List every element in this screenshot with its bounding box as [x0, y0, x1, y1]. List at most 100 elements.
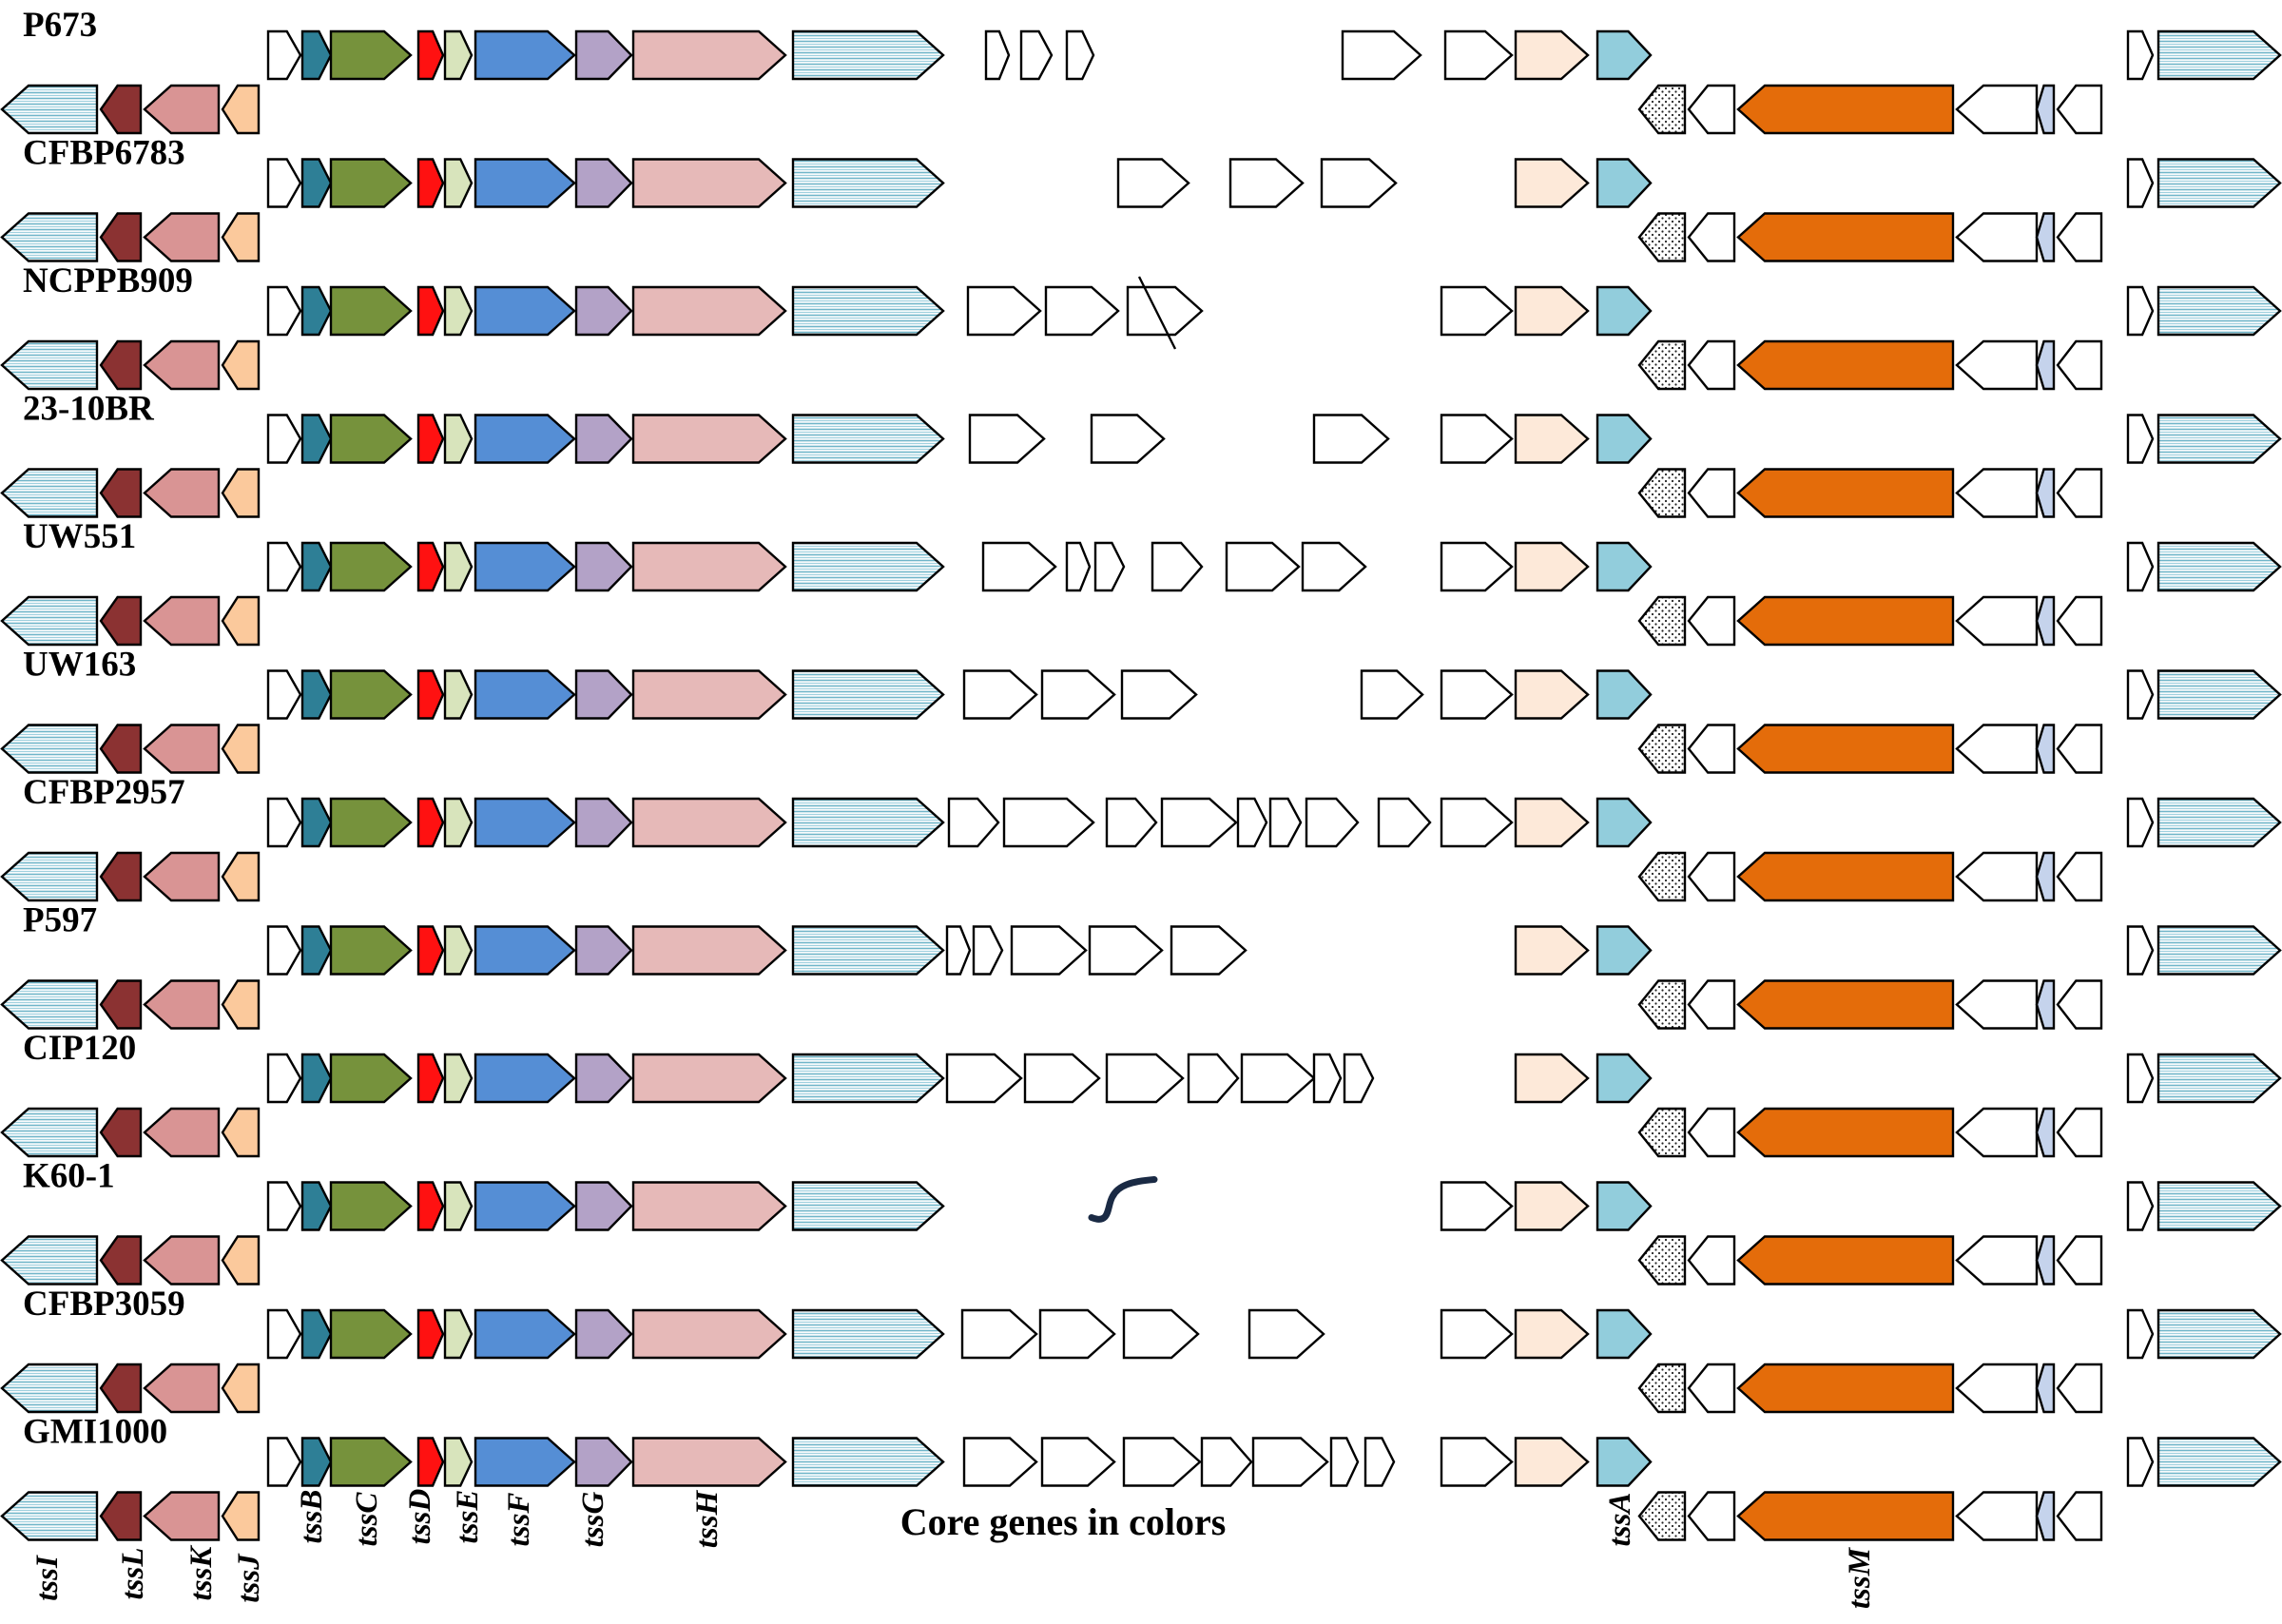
- right-end-small-gene: [2126, 541, 2155, 592]
- tssB-leader-gene: [266, 797, 302, 848]
- right-end-small-gene: [2126, 285, 2155, 337]
- tssA-gene: [1595, 29, 1653, 81]
- tssG-gene: [574, 925, 633, 976]
- accessory-end-left-gene: [2056, 212, 2103, 262]
- gene-label: tssE: [451, 1490, 485, 1544]
- accessory-gene: [1443, 29, 1514, 81]
- gene-label: tssC: [350, 1492, 384, 1547]
- gene-label: tssA: [1603, 1493, 1637, 1547]
- accessory-gene: [1105, 1053, 1185, 1104]
- tssF-gene: [474, 1308, 576, 1360]
- tssB-gene: [300, 1437, 333, 1487]
- tssM-gene: [1736, 1363, 1955, 1414]
- small-blue-gene: [2035, 1107, 2056, 1158]
- accessory-left-of-tssM: [1687, 595, 1736, 647]
- tssM-gene: [1736, 1235, 1955, 1286]
- tssK-gene: [143, 851, 221, 902]
- dotted-gene: [1637, 468, 1687, 518]
- accessory-gene: [981, 541, 1057, 592]
- accessory-right-of-tssM: [1955, 212, 2039, 262]
- tssG-gene: [574, 1308, 633, 1360]
- accessory-right-of-tssM: [1955, 851, 2039, 902]
- tssE-gene: [443, 797, 474, 848]
- tssF-gene: [474, 797, 576, 848]
- tssJ-gene: [221, 851, 261, 902]
- tssB-gene: [300, 414, 333, 464]
- tssB-gene: [300, 1181, 333, 1231]
- accessory-left-of-tssM: [1687, 1235, 1736, 1286]
- accessory-gene: [1151, 541, 1204, 592]
- tssA-gene: [1595, 797, 1653, 848]
- tssL-gene: [99, 851, 143, 902]
- accessory-gene: [945, 1053, 1023, 1104]
- accessory-gene: [1170, 925, 1247, 976]
- tssH-adjacent-striped-gene: [791, 1437, 945, 1487]
- right-end-small-gene: [2126, 669, 2155, 720]
- tssG-gene: [574, 541, 633, 592]
- peach-gene: [1514, 29, 1590, 81]
- tssC-gene: [329, 541, 413, 592]
- tssC-gene: [329, 29, 413, 81]
- strain-label: CFBP3059: [23, 1285, 185, 1324]
- tssG-gene: [574, 1053, 633, 1104]
- gene-label: tssD: [403, 1488, 437, 1544]
- tssF-gene: [474, 925, 576, 976]
- accessory-gene: [1019, 29, 1054, 81]
- tssH-adjacent-striped-gene: [791, 285, 945, 337]
- tssB-leader-gene: [266, 1053, 302, 1104]
- accessory-gene: [1312, 1053, 1343, 1104]
- strain-label: CFBP2957: [23, 773, 185, 812]
- tssH-gene: [631, 158, 787, 208]
- tssL-gene: [99, 1363, 143, 1414]
- tssH-adjacent-striped-gene: [791, 669, 945, 720]
- strain-label: P597: [23, 901, 97, 940]
- tssI-gene: [0, 1235, 99, 1286]
- accessory-gene: [1440, 541, 1514, 592]
- tssA-gene: [1595, 1181, 1653, 1231]
- tssI-gene: [0, 1363, 99, 1414]
- accessory-gene: [1343, 1053, 1375, 1104]
- gene-label: tssF: [502, 1493, 536, 1547]
- tssJ-gene: [221, 1235, 261, 1286]
- tssI-gene: [0, 84, 99, 135]
- tssC-gene: [329, 669, 413, 720]
- tssE-gene: [443, 158, 474, 208]
- right-end-striped-gene: [2156, 669, 2282, 720]
- right-end-striped-gene: [2156, 1437, 2282, 1487]
- tssB-leader-gene: [266, 285, 302, 337]
- tssB-gene: [300, 797, 333, 848]
- tssH-gene: [631, 797, 787, 848]
- tssK-gene: [143, 1235, 221, 1286]
- tssB-leader-gene: [266, 1181, 302, 1231]
- tssE-gene: [443, 285, 474, 337]
- accessory-right-of-tssM: [1955, 1107, 2039, 1158]
- tssF-gene: [474, 1053, 576, 1104]
- right-end-small-gene: [2126, 1308, 2155, 1360]
- strain-label: K60-1: [23, 1157, 115, 1196]
- right-end-striped-gene: [2156, 1308, 2282, 1360]
- strikethrough-gene-icon: [1137, 276, 1177, 350]
- tssC-gene: [329, 158, 413, 208]
- accessory-gene: [1010, 925, 1088, 976]
- peach-gene: [1514, 1308, 1590, 1360]
- tssE-gene: [443, 541, 474, 592]
- tssC-gene: [329, 1053, 413, 1104]
- gene-label: tssG: [576, 1491, 610, 1547]
- tssD-gene: [416, 1053, 445, 1104]
- accessory-gene: [1160, 797, 1238, 848]
- tssG-gene: [574, 669, 633, 720]
- accessory-left-of-tssM: [1687, 84, 1736, 135]
- dotted-gene: [1637, 851, 1687, 902]
- peach-gene: [1514, 797, 1590, 848]
- strain-row: UW163: [0, 646, 2282, 774]
- tssI-gene: [0, 595, 99, 647]
- accessory-right-of-tssM: [1955, 979, 2039, 1030]
- tssB-leader-gene: [266, 414, 302, 464]
- peach-gene: [1514, 541, 1590, 592]
- accessory-left-of-tssM: [1687, 1491, 1736, 1541]
- accessory-gene: [1312, 414, 1390, 464]
- accessory-end-left-gene: [2056, 851, 2103, 902]
- tssC-gene: [329, 925, 413, 976]
- accessory-left-of-tssM: [1687, 724, 1736, 774]
- right-end-striped-gene: [2156, 29, 2282, 81]
